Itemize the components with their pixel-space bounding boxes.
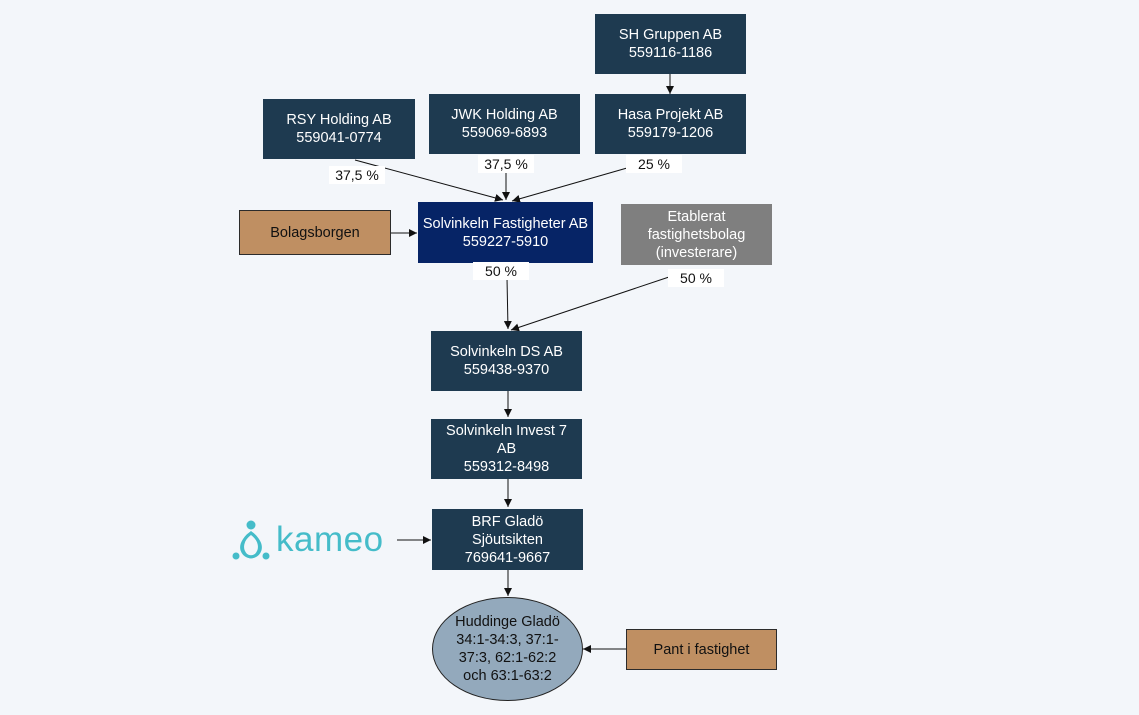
property-huddinge-glado: Huddinge Gladö 34:1-34:3, 37:1- 37:3, 62… (432, 597, 583, 701)
entity-name: Hasa Projekt AB (617, 107, 724, 123)
org-number: 559227-5910 (462, 233, 549, 250)
arrow-etablerat-to-ds (510, 276, 670, 332)
property-designation-line-2: 37:3, 62:1-62:2 (458, 650, 557, 666)
kameo-logo-text: kameo (276, 520, 384, 559)
guarantee-label: Bolagsborgen (270, 224, 360, 241)
collateral-label: Pant i fastighet (653, 641, 750, 658)
entity-name: RSY Holding AB (286, 112, 392, 128)
kameo-logo-icon (232, 520, 270, 560)
org-number: 559312-8498 (463, 459, 550, 475)
org-number: 559041-0774 (296, 130, 382, 146)
entity-solvinkeln-ds: Solvinkeln DS AB 559438-9370 (431, 331, 582, 391)
entity-solvinkeln-fastigheter: Solvinkeln Fastigheter AB 559227-5910 (418, 202, 593, 263)
property-designation-line-1: 34:1-34:3, 37:1- (456, 632, 559, 648)
entity-name: SH Gruppen AB (618, 27, 723, 43)
property-name: Huddinge Gladö (455, 614, 560, 630)
org-number: 559116-1186 (628, 45, 713, 61)
entity-sh-gruppen: SH Gruppen AB 559116-1186 (595, 14, 746, 74)
entity-name-line-1: Solvinkeln Invest 7 (446, 423, 567, 439)
entity-jwk-holding: JWK Holding AB 559069-6893 (429, 94, 580, 154)
entity-name: Solvinkeln DS AB (450, 344, 563, 360)
ownership-rsy-label: 37,5 % (329, 166, 385, 184)
entity-name-line-1: BRF Gladö (471, 513, 544, 530)
org-number: 559179-1206 (627, 125, 714, 141)
entity-etablerat-fastighetsbolag: Etablerat fastighetsbolag (investerare) (621, 204, 772, 265)
entity-hasa-projekt: Hasa Projekt AB 559179-1206 (595, 94, 746, 154)
entity-name-line-3: (investerare) (655, 244, 738, 261)
entity-name-line-2: fastighetsbolag (647, 226, 746, 243)
entity-rsy-holding: RSY Holding AB 559041-0774 (263, 99, 415, 159)
guarantee-bolagsborgen: Bolagsborgen (239, 210, 391, 255)
arrow-fastigheter-to-ds (503, 277, 512, 330)
entity-name-line-2: Sjöutsikten (472, 531, 543, 548)
arrow-hasa-to-fastigheter (511, 167, 628, 203)
entity-brf-glado-sjoutsikten: BRF Gladö Sjöutsikten 769641-9667 (432, 509, 583, 570)
org-number: 769641-9667 (464, 549, 551, 566)
entity-solvinkeln-invest-7: Solvinkeln Invest 7 AB 559312-8498 (431, 419, 582, 479)
property-designation-line-3: och 63:1-63:2 (463, 668, 552, 684)
collateral-pant-i-fastighet: Pant i fastighet (626, 629, 777, 670)
ownership-jwk-label: 37,5 % (478, 155, 534, 173)
entity-name-line-2: AB (496, 441, 517, 457)
ownership-hasa-label: 25 % (626, 155, 682, 173)
entity-name: Solvinkeln Fastigheter AB (422, 215, 589, 232)
entity-name-line-1: Etablerat (667, 208, 726, 225)
ownership-fastigheter-label: 50 % (473, 262, 529, 280)
org-number: 559438-9370 (463, 362, 550, 378)
ownership-etablerat-label: 50 % (668, 269, 724, 287)
kameo-logo: kameo (232, 518, 398, 562)
org-number: 559069-6893 (461, 125, 548, 141)
entity-name: JWK Holding AB (451, 107, 558, 123)
